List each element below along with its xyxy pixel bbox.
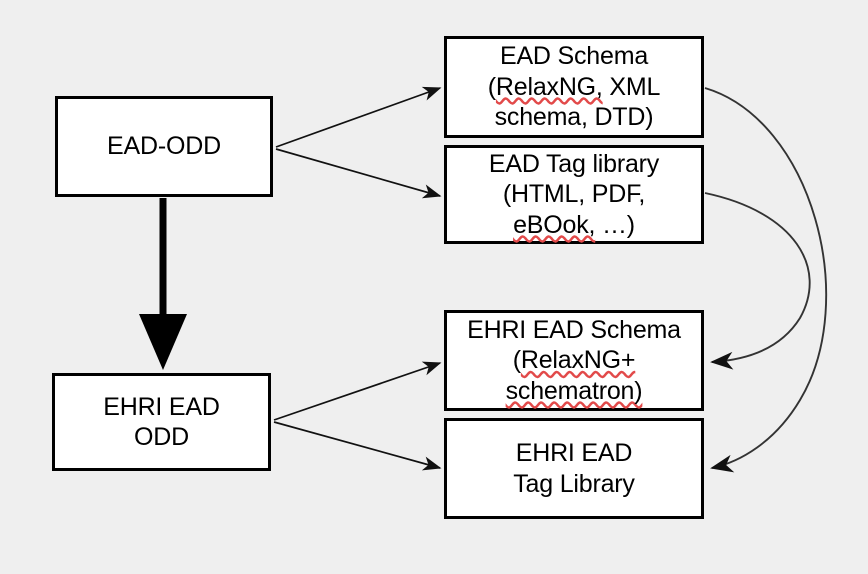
- node-ead-schema-line1: EAD Schema: [499, 42, 649, 71]
- node-ead-tag-library-line3-rest: …): [595, 210, 635, 239]
- edge-ead-odd-to-ead-schema: [275, 86, 442, 148]
- edge-ehri-ead-odd-to-ehri-ead-tag-library: [273, 421, 442, 471]
- node-ead-schema-line3: schema, DTD): [494, 103, 654, 132]
- edge-ead-odd-to-ead-tag-library: [275, 148, 442, 199]
- node-ead-tag-library-ebook-misspelled: eBOok,: [513, 210, 596, 239]
- node-ehri-ead-schema-label: EHRI EAD Schema(RelaxNG+schematron): [447, 315, 701, 407]
- node-ehri-ead-schema-relaxng-misspelled: RelaxNG+: [520, 346, 636, 375]
- node-ehri-ead-schema[interactable]: EHRI EAD Schema(RelaxNG+schematron): [444, 310, 704, 411]
- node-ead-odd[interactable]: EAD-ODD: [55, 96, 273, 197]
- node-ead-tag-library-line1: EAD Tag library: [488, 149, 660, 178]
- node-ead-schema-line2-rest: XML: [602, 72, 661, 101]
- node-ehri-ead-schema-schematron-misspelled: schematron): [505, 376, 643, 405]
- node-ehri-ead-odd-line2: ODD: [134, 423, 189, 451]
- node-ehri-ead-odd-line1: EHRI EAD: [103, 392, 220, 421]
- node-ead-tag-library-label: EAD Tag library(HTML, PDF,eBOok, …): [447, 149, 701, 241]
- edge-ead-schema-to-ehri-ead-tag-library: [704, 87, 828, 473]
- node-ehri-ead-schema-line2-open: (: [512, 346, 521, 375]
- node-ehri-ead-tag-library-line1: EHRI EAD: [515, 439, 633, 467]
- node-ead-tag-library-line2: (HTML, PDF,: [502, 180, 646, 209]
- node-ead-odd-label: EAD-ODD: [107, 132, 221, 161]
- node-ehri-ead-tag-library-line2: Tag Library: [513, 469, 635, 498]
- node-ehri-ead-schema-line1: EHRI EAD Schema: [467, 315, 681, 344]
- node-ead-schema-line2-open: (: [487, 72, 496, 101]
- node-ead-schema-relaxng-misspelled: RelaxNG,: [495, 72, 603, 101]
- node-ead-tag-library[interactable]: EAD Tag library(HTML, PDF,eBOok, …): [444, 145, 704, 244]
- edge-ehri-ead-odd-to-ehri-ead-schema: [273, 361, 442, 421]
- edge-ead-tag-library-to-ehri-ead-schema: [704, 192, 811, 370]
